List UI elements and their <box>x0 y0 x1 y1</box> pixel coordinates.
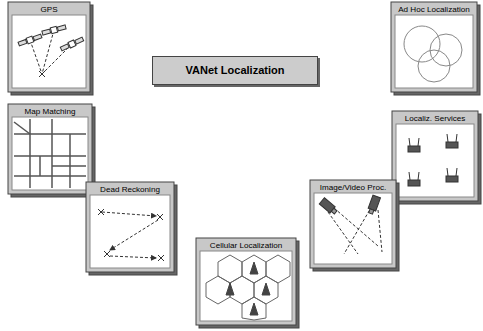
cellular-box: Cellular Localization <box>196 238 296 251</box>
dead-reckoning-box: Dead Reckoning <box>86 182 174 195</box>
box-title: VANet Localization <box>182 65 289 76</box>
box-title: Ad Hoc Localization <box>391 2 477 15</box>
box-title: GPS <box>8 2 90 15</box>
box-title: Dead Reckoning <box>86 182 174 195</box>
adhoc-box: Ad Hoc Localization <box>391 2 477 15</box>
box-title: Cellular Localization <box>196 238 296 251</box>
services-box: Localiz. Services <box>392 111 478 124</box>
box-title: Image/Video Proc. <box>310 180 396 193</box>
gps-box: GPS <box>8 2 90 15</box>
box-title: Map Matching <box>8 104 92 117</box>
box-title: Localiz. Services <box>392 111 478 124</box>
map-matching-box: Map Matching <box>8 104 92 117</box>
image-video-box: Image/Video Proc. <box>310 180 396 193</box>
center-box: VANet Localization <box>152 56 318 85</box>
